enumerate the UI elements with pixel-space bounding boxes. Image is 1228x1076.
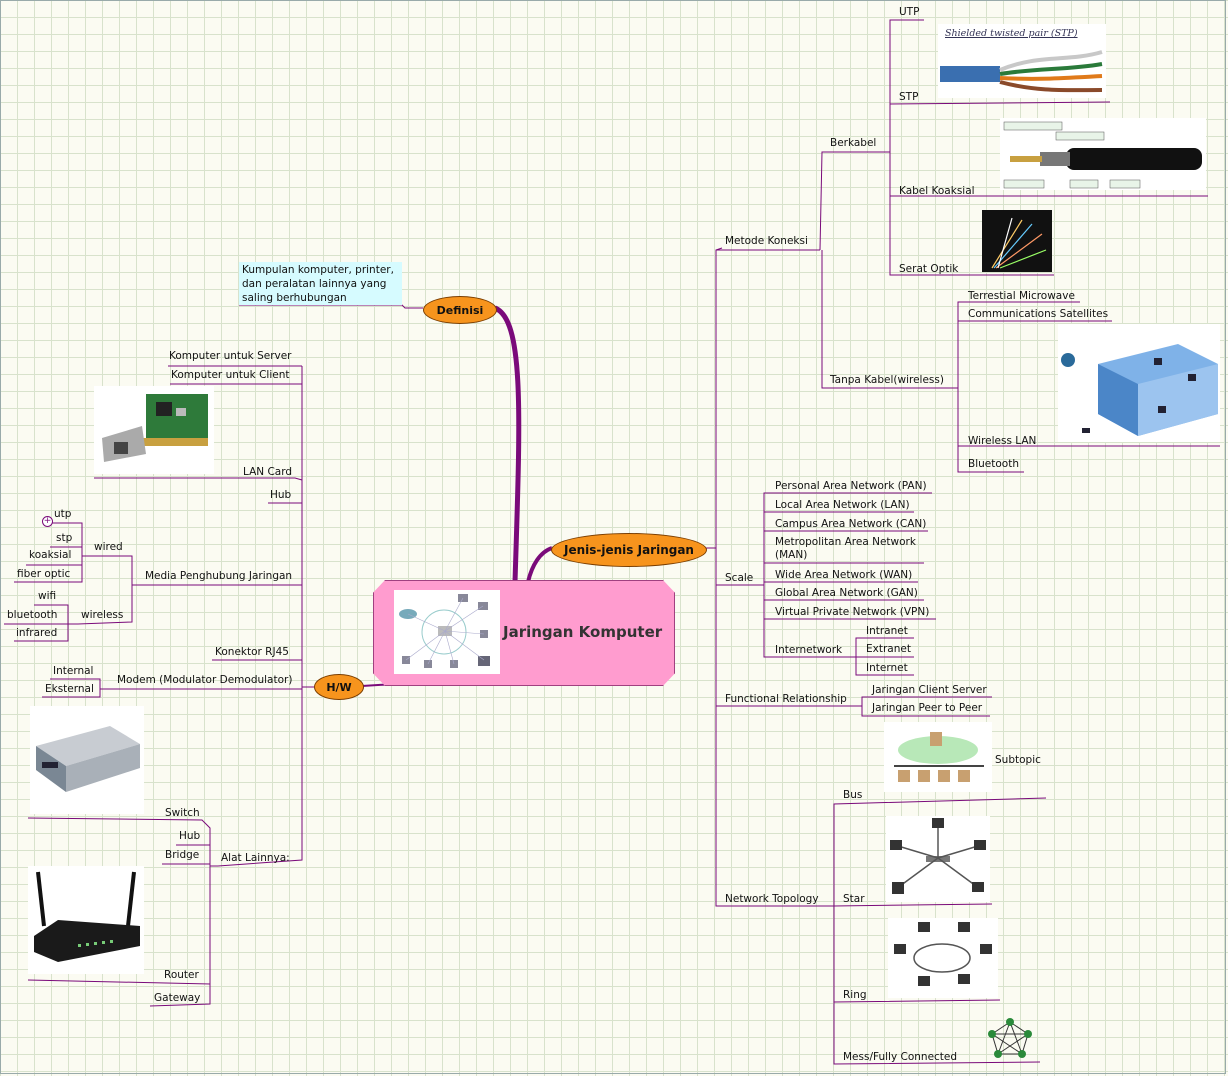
wireless-label[interactable]: wireless — [81, 609, 124, 621]
definisi-note: Kumpulan komputer, printer, dan peralata… — [239, 262, 402, 305]
infrared-label[interactable]: infrared — [16, 627, 58, 639]
bus-label[interactable]: Bus — [843, 789, 863, 801]
terrestial-microwave-label[interactable]: Terrestial Microwave — [968, 290, 1075, 302]
functional-relationship-label[interactable]: Functional Relationship — [725, 693, 847, 705]
internetwork-label[interactable]: Internetwork — [775, 644, 843, 656]
peer-to-peer-label[interactable]: Jaringan Peer to Peer — [872, 702, 983, 714]
hub-label[interactable]: Hub — [270, 489, 292, 501]
jenis-jaringan-label: Jenis-jenis Jaringan — [564, 543, 694, 557]
ring-label[interactable]: Ring — [843, 989, 867, 1001]
stp-caption: Shielded twisted pair (STP) — [945, 28, 1078, 39]
fiber-optic-label[interactable]: fiber optic — [17, 568, 71, 580]
hw-label: H/W — [326, 680, 352, 694]
mesh-label[interactable]: Mess/Fully Connected — [843, 1051, 958, 1063]
gateway-label[interactable]: Gateway — [154, 992, 201, 1004]
tanpa-kabel-label[interactable]: Tanpa Kabel(wireless) — [830, 374, 944, 386]
can-label[interactable]: Campus Area Network (CAN) — [775, 518, 927, 530]
network-topology-label[interactable]: Network Topology — [725, 893, 819, 905]
utp-cable-label[interactable]: UTP — [899, 6, 920, 18]
wlan-diagram-image — [394, 590, 500, 674]
scale-label[interactable]: Scale — [725, 572, 754, 584]
fiber-optic-image — [982, 210, 1052, 272]
komputer-client-label[interactable]: Komputer untuk Client — [171, 369, 290, 381]
media-penghubung-label[interactable]: Media Penghubung Jaringan — [145, 570, 293, 582]
star-topology-image — [886, 816, 990, 902]
extranet-label[interactable]: Extranet — [866, 643, 911, 655]
client-server-label[interactable]: Jaringan Client Server — [872, 684, 987, 696]
hw-node[interactable]: H/W — [314, 674, 364, 700]
kabel-koaksial-label[interactable]: Kabel Koaksial — [899, 185, 975, 197]
modem-label[interactable]: Modem (Modulator Demodulator) — [117, 674, 293, 686]
definisi-label: Definisi — [436, 303, 484, 317]
bridge-label[interactable]: Bridge — [165, 849, 200, 861]
ring-topology-image — [888, 918, 998, 998]
alat-lainnya-label[interactable]: Alat Lainnya: — [221, 852, 290, 864]
lan-card-label[interactable]: LAN Card — [243, 466, 293, 478]
berkabel-label[interactable]: Berkabel — [830, 137, 877, 149]
lan-card-image — [94, 386, 214, 474]
switch-label[interactable]: Switch — [165, 807, 200, 819]
central-topic-title: Jaringan Komputer — [503, 623, 663, 641]
communications-satellites-label[interactable]: Communications Satellites — [968, 308, 1109, 320]
intranet-label[interactable]: Intranet — [866, 625, 908, 637]
bluetooth-right-label[interactable]: Bluetooth — [968, 458, 1019, 470]
utp-label[interactable]: utp — [54, 508, 72, 520]
router-label[interactable]: Router — [164, 969, 199, 981]
internet-label[interactable]: Internet — [866, 662, 908, 674]
vpn-label[interactable]: Virtual Private Network (VPN) — [775, 606, 930, 618]
star-label[interactable]: Star — [843, 893, 865, 905]
bluetooth-label[interactable]: bluetooth — [7, 609, 58, 621]
mesh-topology-image — [988, 1018, 1032, 1058]
wan-label[interactable]: Wide Area Network (WAN) — [775, 569, 913, 581]
jenis-jaringan-node[interactable]: Jenis-jenis Jaringan — [551, 533, 707, 567]
koaksial-label[interactable]: koaksial — [29, 549, 72, 561]
gan-label[interactable]: Global Area Network (GAN) — [775, 587, 918, 599]
metode-koneksi-label[interactable]: Metode Koneksi — [725, 235, 808, 247]
eksternal-label[interactable]: Eksternal — [45, 683, 94, 695]
komputer-server-label[interactable]: Komputer untuk Server — [169, 350, 292, 362]
wired-label[interactable]: wired — [94, 541, 123, 553]
wireless-network-image — [1058, 324, 1220, 442]
man-label[interactable]: Metropolitan Area Network (MAN) — [775, 536, 916, 561]
wifi-label[interactable]: wifi — [38, 590, 57, 602]
stp-cable-label[interactable]: STP — [899, 91, 919, 103]
serat-optik-label[interactable]: Serat Optik — [899, 263, 959, 275]
lan-label[interactable]: Local Area Network (LAN) — [775, 499, 910, 511]
wireless-lan-label[interactable]: Wireless LAN — [968, 435, 1037, 447]
router-image — [28, 866, 144, 974]
konektor-rj45-label[interactable]: Konektor RJ45 — [215, 646, 289, 658]
expand-icon[interactable]: + — [42, 516, 53, 527]
internal-label[interactable]: Internal — [53, 665, 94, 677]
definisi-node[interactable]: Definisi — [423, 296, 497, 324]
switch-image — [30, 706, 144, 814]
hub2-label[interactable]: Hub — [179, 830, 201, 842]
subtopic-label[interactable]: Subtopic — [995, 754, 1041, 766]
stp-cable-image: Shielded twisted pair (STP) — [938, 24, 1106, 98]
bus-topology-image — [884, 722, 992, 792]
coaxial-cable-image — [1000, 118, 1206, 190]
pan-label[interactable]: Personal Area Network (PAN) — [775, 480, 927, 492]
stp-label[interactable]: stp — [56, 532, 73, 544]
